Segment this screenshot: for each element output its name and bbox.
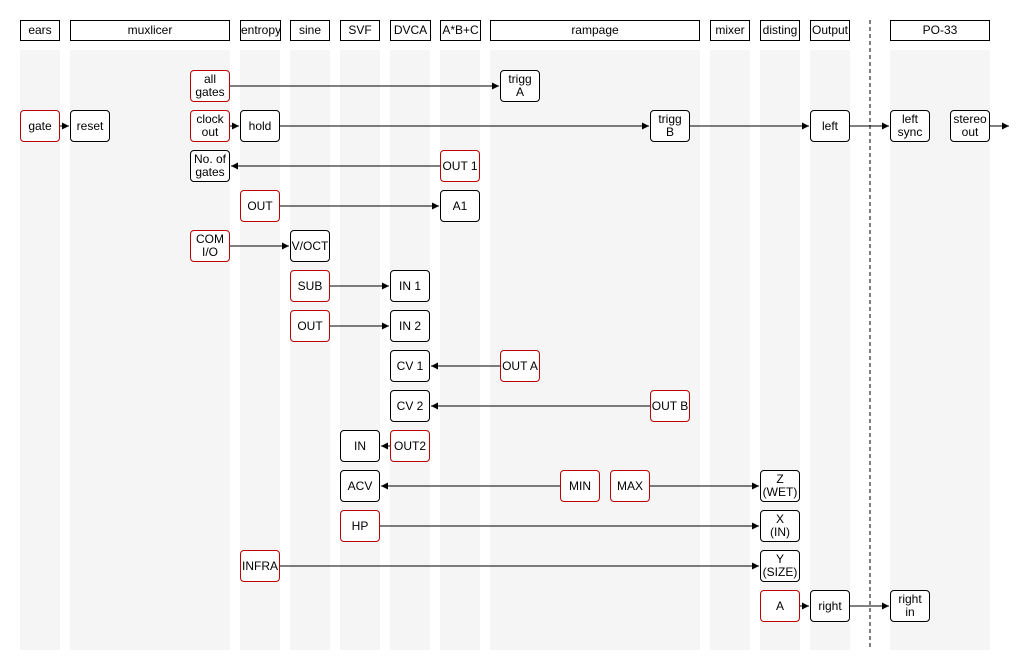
- header-entropy: entropy: [240, 20, 281, 41]
- lane-mixer: [710, 50, 750, 650]
- dvca-cv2-jack[interactable]: CV 2: [390, 390, 430, 422]
- rampage-out-b-jack[interactable]: OUT B: [650, 390, 690, 422]
- muxlicer-com-io-jack[interactable]: COM I/O: [190, 230, 230, 262]
- rampage-max-jack[interactable]: MAX: [610, 470, 650, 502]
- muxlicer-num-gates-jack[interactable]: No. of gates: [190, 150, 230, 182]
- rampage-out-a-jack[interactable]: OUT A: [500, 350, 540, 382]
- header-abc: A*B+C: [440, 20, 481, 41]
- sine-voct-jack[interactable]: V/OCT: [290, 230, 330, 262]
- header-svf: SVF: [340, 20, 380, 41]
- disting-a-jack[interactable]: A: [760, 590, 800, 622]
- po33-right-in-jack[interactable]: right in: [890, 590, 930, 622]
- sine-out-jack[interactable]: OUT: [290, 310, 330, 342]
- dvca-cv1-jack[interactable]: CV 1: [390, 350, 430, 382]
- po33-stereo-out-jack[interactable]: stereo out: [950, 110, 990, 142]
- muxlicer-clock-out-jack[interactable]: clock out: [190, 110, 230, 142]
- header-rampage: rampage: [490, 20, 700, 41]
- rampage-min-jack[interactable]: MIN: [560, 470, 600, 502]
- muxlicer-all-gates-jack[interactable]: all gates: [190, 70, 230, 102]
- svf-hp-jack[interactable]: HP: [340, 510, 380, 542]
- sine-sub-jack[interactable]: SUB: [290, 270, 330, 302]
- entropy-infra-jack[interactable]: INFRA: [240, 550, 280, 582]
- header-output: Output: [810, 20, 850, 41]
- lane-ears: [20, 50, 60, 650]
- header-mixer: mixer: [710, 20, 750, 41]
- dvca-in2-jack[interactable]: IN 2: [390, 310, 430, 342]
- rampage-trigg-a-jack[interactable]: trigg A: [500, 70, 540, 102]
- ears-gate-jack[interactable]: gate: [20, 110, 60, 142]
- abc-out1-jack[interactable]: OUT 1: [440, 150, 480, 182]
- abc-a1-jack[interactable]: A1: [440, 190, 480, 222]
- header-muxlicer: muxlicer: [70, 20, 230, 41]
- svf-acv-jack[interactable]: ACV: [340, 470, 380, 502]
- svf-in-jack[interactable]: IN: [340, 430, 380, 462]
- disting-y-jack[interactable]: Y (SIZE): [760, 550, 800, 582]
- lane-sine: [290, 50, 330, 650]
- po33-left-sync-jack[interactable]: left sync: [890, 110, 930, 142]
- header-disting: disting: [760, 20, 800, 41]
- output-right-jack[interactable]: right: [810, 590, 850, 622]
- disting-z-jack[interactable]: Z (WET): [760, 470, 800, 502]
- header-dvca: DVCA: [390, 20, 431, 41]
- header-ears: ears: [20, 20, 60, 41]
- header-po33: PO-33: [890, 20, 990, 41]
- muxlicer-reset-jack[interactable]: reset: [70, 110, 110, 142]
- entropy-hold-jack[interactable]: hold: [240, 110, 280, 142]
- lane-output: [810, 50, 850, 650]
- lane-svf: [340, 50, 380, 650]
- rampage-trigg-b-jack[interactable]: trigg B: [650, 110, 690, 142]
- dvca-out2-jack[interactable]: OUT2: [390, 430, 430, 462]
- entropy-out-jack[interactable]: OUT: [240, 190, 280, 222]
- dvca-in1-jack[interactable]: IN 1: [390, 270, 430, 302]
- lane-po33: [890, 50, 990, 650]
- output-left-jack[interactable]: left: [810, 110, 850, 142]
- header-sine: sine: [290, 20, 330, 41]
- disting-x-jack[interactable]: X (IN): [760, 510, 800, 542]
